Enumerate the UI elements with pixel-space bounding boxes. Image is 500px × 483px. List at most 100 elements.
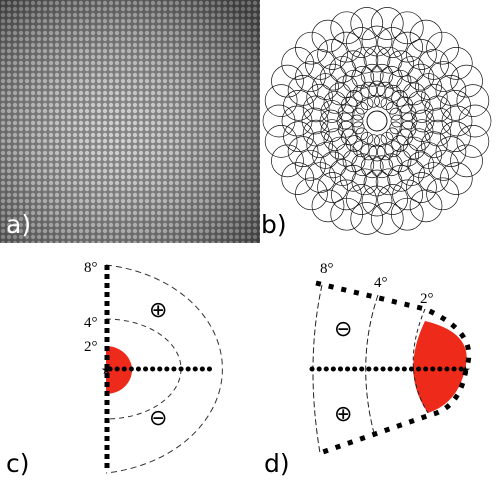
receptive-field-circle <box>400 112 418 130</box>
panel-d: ★ 8° 4° 2° ⊖ ⊕ d) <box>250 243 500 478</box>
receptive-field-circle <box>407 128 431 152</box>
receptive-field-circle <box>402 82 426 106</box>
receptive-field-circle <box>336 112 354 130</box>
receptive-field-circle <box>363 45 391 73</box>
receptive-field-circle <box>420 83 448 111</box>
receptive-field-circle <box>406 39 437 70</box>
receptive-field-circle <box>379 153 403 177</box>
receptive-field-circle <box>330 197 364 231</box>
receptive-field-circle <box>450 144 483 178</box>
receptive-field-circle <box>328 82 352 106</box>
receptive-field-circle <box>305 162 336 193</box>
receptive-field-circle <box>295 177 328 211</box>
receptive-field-circle <box>319 63 347 91</box>
tick-2: 2° <box>84 339 98 355</box>
receptive-field-circle <box>311 19 345 53</box>
tick-8: 8° <box>320 261 334 277</box>
receptive-field-circle <box>389 121 403 135</box>
receptive-field-circle <box>281 47 315 80</box>
receptive-field-circle <box>342 149 366 173</box>
curve-8deg <box>312 284 323 454</box>
receptive-field-circle <box>388 69 412 93</box>
receptive-field-circle <box>264 84 298 117</box>
receptive-field-circle <box>295 150 326 181</box>
receptive-field-circle <box>339 50 367 78</box>
receptive-field-circle <box>330 11 364 45</box>
receptive-field-circle <box>380 131 394 145</box>
receptive-field-circle <box>406 172 437 203</box>
receptive-field-circle <box>402 136 426 160</box>
receptive-field-circle <box>281 162 315 195</box>
receptive-field-circle <box>409 19 443 53</box>
receptive-field-circle <box>351 65 375 89</box>
receptive-field-circle <box>391 90 408 107</box>
receptive-field-circle <box>360 63 384 87</box>
receptive-field-circle <box>350 7 384 40</box>
receptive-field-circle <box>384 84 402 102</box>
receptive-field-circle <box>323 90 347 114</box>
receptive-field-circle <box>287 136 319 167</box>
receptive-field-circle <box>295 31 328 65</box>
receptive-field-circle <box>370 202 404 235</box>
receptive-field-circle <box>411 109 435 133</box>
panel-a-label: a) <box>6 210 32 239</box>
sign-minus: ⊖ <box>334 316 352 341</box>
curve-4deg <box>365 294 379 438</box>
receptive-field-rosette <box>262 7 492 235</box>
receptive-field-circle <box>391 135 408 152</box>
receptive-field-circle <box>380 97 394 111</box>
receptive-field-circle <box>450 64 483 98</box>
panel-c: ★ 8° 4° 2° ⊕ ⊖ c) <box>0 243 250 478</box>
star-marker: ★ <box>460 363 471 377</box>
receptive-field-circle <box>370 63 394 87</box>
receptive-field-circle <box>306 131 334 159</box>
receptive-field-circle <box>440 121 471 152</box>
receptive-field-circle <box>305 49 336 80</box>
panel-b-label: b) <box>261 210 287 239</box>
receptive-field-circle <box>360 155 384 179</box>
tick-4: 4° <box>84 315 98 331</box>
receptive-field-circle <box>409 189 443 223</box>
receptive-field-circle <box>352 140 370 158</box>
receptive-field-circle <box>389 107 403 121</box>
receptive-field-circle <box>439 162 473 195</box>
receptive-field-circle <box>331 179 362 211</box>
receptive-field-circle <box>390 114 404 128</box>
receptive-field-circle <box>370 155 394 179</box>
receptive-field-circle <box>283 121 314 152</box>
receptive-field-circle <box>370 7 404 40</box>
receptive-field-circle <box>418 162 449 193</box>
panel-b: b) <box>255 0 500 243</box>
receptive-field-circle <box>425 107 453 135</box>
receptive-field-circle <box>424 95 452 123</box>
receptive-field-circle <box>407 151 435 179</box>
curve-2deg <box>412 308 429 414</box>
receptive-field-circle <box>435 136 467 167</box>
receptive-field-circle <box>271 144 304 178</box>
receptive-field-circle <box>456 125 490 158</box>
receptive-field-circle <box>428 61 459 92</box>
receptive-field-circle <box>368 80 386 98</box>
micrograph-image <box>0 0 260 243</box>
receptive-field-circle <box>323 128 347 152</box>
receptive-field-circle <box>311 189 345 223</box>
receptive-field-circle <box>368 144 386 162</box>
receptive-field-circle <box>351 121 365 135</box>
receptive-field-circle <box>407 90 431 114</box>
receptive-field-circle <box>435 75 467 106</box>
receptive-field-circle <box>350 202 384 235</box>
receptive-field-circle <box>317 172 348 203</box>
star-marker: ★ <box>101 363 112 377</box>
receptive-field-circle <box>350 114 364 128</box>
receptive-field-circle <box>361 25 393 57</box>
receptive-field-circle <box>351 107 365 121</box>
receptive-field-circle <box>426 177 459 211</box>
receptive-field-circle <box>287 75 319 106</box>
receptive-field-circle <box>351 46 379 74</box>
receptive-field-circle <box>360 97 374 111</box>
receptive-field-circle <box>440 90 471 121</box>
receptive-field-circle <box>392 31 423 63</box>
receptive-field-circle <box>301 107 329 135</box>
panel-d-diagram: ★ 8° 4° 2° ⊖ ⊕ <box>309 261 472 456</box>
receptive-field-circle <box>271 64 304 98</box>
